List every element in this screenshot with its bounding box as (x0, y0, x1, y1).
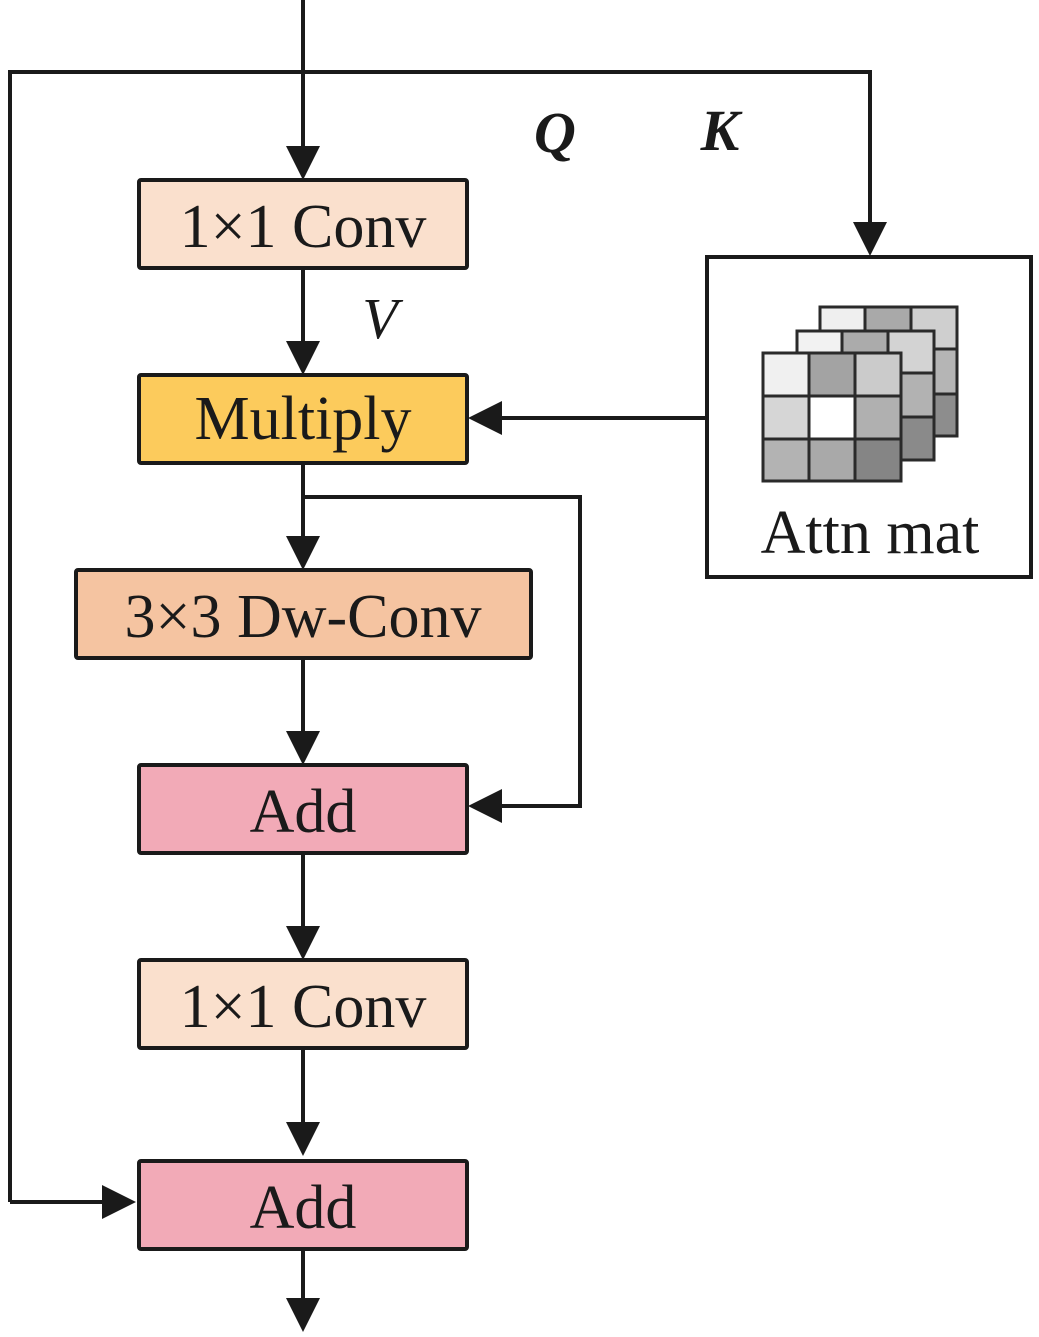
node-dwconv-label: 3×3 Dw-Conv (124, 583, 481, 651)
arrowhead-icon (286, 731, 320, 765)
node-multiply: Multiply (137, 373, 469, 465)
skip-path-outer (8, 70, 872, 1202)
node-conv1: 1×1 Conv (137, 178, 469, 270)
attn-matrix-icon (761, 305, 959, 483)
arrowhead-icon (468, 789, 502, 823)
arrowhead-icon (286, 1298, 320, 1332)
query-label: Q (534, 100, 576, 165)
key-label: K (700, 98, 743, 163)
arrowhead-icon (853, 222, 887, 256)
value-label: V (362, 286, 404, 351)
arrowhead-icon (286, 926, 320, 960)
node-add2: Add (137, 1159, 469, 1251)
arrowhead-icon (286, 341, 320, 375)
arrowhead-icon (286, 536, 320, 570)
node-add2-label: Add (250, 1174, 357, 1242)
node-conv2: 1×1 Conv (137, 958, 469, 1050)
arrowhead-icon (468, 401, 502, 435)
node-dwconv: 3×3 Dw-Conv (74, 568, 533, 660)
arrowhead-icon (286, 146, 320, 180)
arrowhead-icon (102, 1185, 136, 1219)
node-attn-matrix: Attn mat (705, 255, 1033, 579)
node-multiply-label: Multiply (194, 385, 411, 453)
residual-edge-inner (303, 495, 582, 808)
connectors (8, 0, 872, 1300)
arrowhead-icon (286, 1122, 320, 1156)
arrowheads (102, 146, 887, 1332)
node-add1-label: Add (250, 778, 357, 846)
node-add1: Add (137, 763, 469, 855)
matrix-layer-front (761, 351, 903, 483)
node-attn-matrix-label: Attn mat (761, 499, 980, 567)
node-conv1-label: 1×1 Conv (180, 193, 427, 261)
node-conv2-label: 1×1 Conv (180, 973, 427, 1041)
